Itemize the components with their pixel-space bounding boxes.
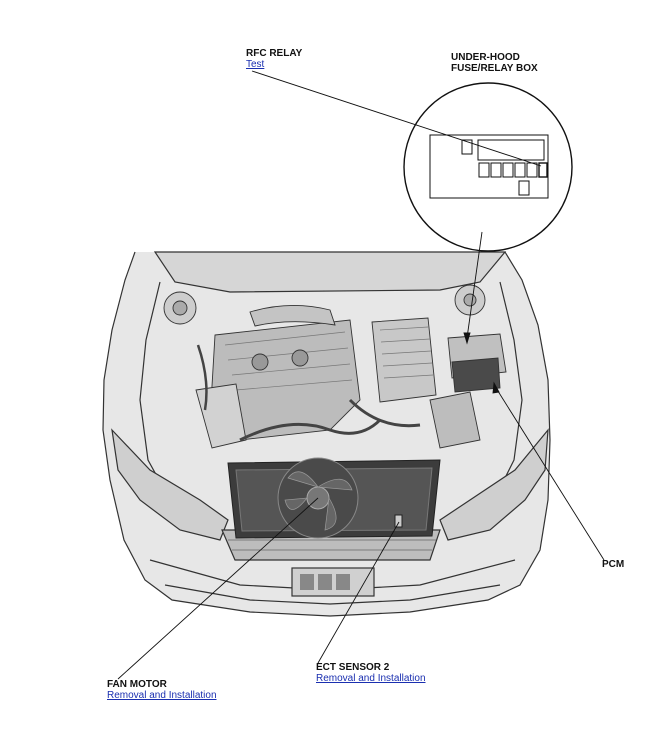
ect-sensor-removal-link[interactable]: Removal and Installation bbox=[316, 673, 426, 684]
fuse-box-inset bbox=[403, 82, 573, 252]
engine-components bbox=[163, 284, 507, 449]
rfc-relay-test-link[interactable]: Test bbox=[246, 59, 265, 70]
pcm-callout: PCM bbox=[602, 559, 624, 570]
ect-sensor-title: ECT SENSOR 2 bbox=[316, 662, 390, 673]
fuse-box-callout: UNDER-HOOD FUSE/RELAY BOX bbox=[451, 52, 538, 74]
fan-motor-title: FAN MOTOR bbox=[107, 679, 167, 690]
fan-motor-callout: FAN MOTOR Removal and Installation bbox=[107, 679, 217, 701]
pcm-title: PCM bbox=[602, 559, 625, 570]
fuse-box-title-line2: FUSE/RELAY BOX bbox=[451, 63, 538, 74]
rfc-relay-callout: RFC RELAY Test bbox=[246, 48, 302, 70]
fan-motor-removal-link[interactable]: Removal and Installation bbox=[107, 690, 217, 701]
radiator-fan-assembly bbox=[227, 457, 441, 539]
fuse-box-title-line1: UNDER-HOOD bbox=[451, 52, 520, 63]
rfc-relay-title: RFC RELAY bbox=[246, 48, 303, 59]
ect-sensor-callout: ECT SENSOR 2 Removal and Installation bbox=[316, 662, 426, 684]
leader-lines bbox=[117, 70, 605, 680]
